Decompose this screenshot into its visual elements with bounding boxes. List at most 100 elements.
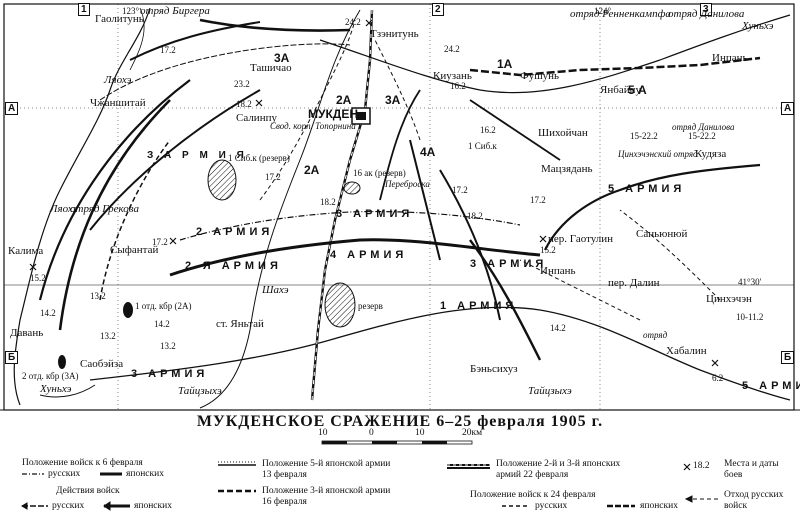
japanese-arrow xyxy=(58,99,171,331)
scale-tick: 20км xyxy=(462,428,483,438)
battle-marks xyxy=(29,19,719,367)
place-fushun: Фушунь xyxy=(520,70,560,82)
japanese-arrow xyxy=(129,21,261,61)
mukden-city-inner xyxy=(356,112,366,120)
reserve-1-sib xyxy=(207,159,237,201)
legend-symbols xyxy=(21,461,718,511)
place-tzenitun: Тзэнитунь xyxy=(370,28,419,40)
legend-army3-date: 16 февраля xyxy=(262,497,307,507)
date-label: 18.2 xyxy=(467,211,483,221)
lat-label: 41°30' xyxy=(738,277,762,287)
grid-label-b-left: Б xyxy=(5,351,19,364)
scale-tick: 10 xyxy=(415,428,425,438)
grid-label-1: 1 xyxy=(78,3,90,16)
place-chzhanshitai: Чжаншитай xyxy=(90,97,146,109)
date-label: 24.2 xyxy=(345,17,361,27)
map-title: МУКДЕНСКОЕ СРАЖЕНИЕ 6–25 февраля 1905 г. xyxy=(196,413,604,430)
date-label: 15.2 xyxy=(30,273,46,283)
army-5b: 5 АРМИЯ xyxy=(742,380,800,392)
japanese-arrow xyxy=(89,89,261,231)
legend-retreat: Отход русских войск xyxy=(724,490,784,511)
date-label: 17.2 xyxy=(530,195,546,205)
japanese-arrow xyxy=(469,99,561,161)
place-yanbaipu: Янбайпу xyxy=(600,84,641,96)
legend-actions-rus: русских xyxy=(52,501,85,511)
lon-label-124: 124° xyxy=(594,6,612,16)
place-habalin: Хабалин xyxy=(666,345,707,357)
army-1: 1 АРМИЯ xyxy=(440,300,518,312)
army-3a-label: 3А xyxy=(274,51,290,65)
river-lyaohe: Ляохэ xyxy=(104,74,132,86)
army-2: 2 АРМИЯ xyxy=(196,226,274,238)
place-shihoichan: Шихойчан xyxy=(538,127,588,139)
army-5a-label: 5 А xyxy=(628,83,647,97)
date-label: 13.2 xyxy=(90,291,106,301)
japanese-3-army-line xyxy=(99,139,171,301)
army-4a-label: 4А xyxy=(420,145,436,159)
army-z: З А Р М И Я xyxy=(147,150,248,161)
river-hunhe-ne: Хуньхэ xyxy=(742,20,774,32)
army-3b: 3 АРМИЯ xyxy=(131,368,209,380)
legend-pos6-jap: японских xyxy=(126,469,164,479)
legend-battles: Места и даты боев xyxy=(724,459,779,480)
army-3c: 3 АРМИЯ xyxy=(470,258,548,270)
army-4: 4 АРМИЯ xyxy=(330,249,408,261)
river-hunhe: Хуньхэ xyxy=(40,383,72,395)
army-3a-label-2: 3А xyxy=(385,93,401,107)
hunhe-river xyxy=(319,14,791,94)
date-label: 17.2 xyxy=(152,237,168,247)
cavalry-brigade-1-label: 1 отд. кбр (2А) xyxy=(135,301,192,311)
detachment-danilov: отряд Данилова xyxy=(668,8,745,20)
detachment-tsinhechen: Цинхэчэнский отряд xyxy=(618,149,698,159)
russian-retreat-arrow xyxy=(374,39,421,141)
japanese-5-army-line xyxy=(544,163,761,251)
place-tsinhechen: Цинхэчэн xyxy=(706,293,752,305)
place-benxihu: Бэньсихуз xyxy=(470,363,518,375)
army-3: 3 АРМИЯ xyxy=(336,208,414,220)
reserve-japanese xyxy=(324,282,356,328)
russian-north-line xyxy=(99,43,351,101)
reserve-label: резерв xyxy=(358,301,383,311)
place-gaolitun: Гаолитунь xyxy=(95,13,144,25)
legend-actions-jap: японских xyxy=(134,501,172,511)
russian-retreat-arrow xyxy=(519,259,641,321)
date-label: 24.2 xyxy=(444,44,460,54)
army-1a-label: 1А xyxy=(497,57,513,71)
legend-army5: Положение 5-й японской армии xyxy=(262,459,391,469)
place-yantai: ст. Яньтай xyxy=(216,318,264,330)
army-2a-label-2: 2А xyxy=(304,163,320,177)
japanese-arrow xyxy=(199,18,351,32)
scale-bar xyxy=(321,440,473,445)
cavalry-brigade-2-label: 2 отд. кбр (3А) xyxy=(22,371,79,381)
legend-battle-sample: 18.2 xyxy=(693,461,710,471)
date-label: 13.2 xyxy=(100,331,116,341)
date-label: 15-22.2 xyxy=(630,131,658,141)
lon-label-123: 123° xyxy=(122,6,140,16)
place-saobeiza: Саобэйза xyxy=(80,358,124,370)
date-label: 14.2 xyxy=(550,323,566,333)
cavalry-brigade-2 xyxy=(58,355,66,369)
shahe-river xyxy=(199,9,361,409)
japanese-arrow xyxy=(469,239,542,361)
reserve-1-sib-label: 1 Сиб.к (резерв) xyxy=(228,153,290,163)
japanese-arrow xyxy=(38,79,191,301)
legend-actions: Действия войск xyxy=(56,486,120,496)
railway-ticks xyxy=(311,9,373,401)
place-inpan-s: Инпань xyxy=(540,265,576,277)
date-label: 16.2 xyxy=(480,125,496,135)
place-davan: Давань xyxy=(10,327,44,339)
reserve-16-ak-label: 16 ак (резерв) xyxy=(353,168,406,178)
date-label: 23.2 xyxy=(234,79,250,89)
date-label: 13.2 xyxy=(160,341,176,351)
place-kalima: Калима xyxy=(8,245,44,257)
grid-label-a-right: А xyxy=(781,102,795,115)
detachment-birger: отряд Биргера xyxy=(140,5,210,17)
date-label: 17.2 xyxy=(160,45,176,55)
liaohe-tributary xyxy=(129,7,145,71)
army-2a-label: 2А xyxy=(336,93,352,107)
japanese-arrow xyxy=(379,89,421,201)
label-perebroska: Переброска xyxy=(385,179,430,189)
legend-pos24-jap: японских xyxy=(640,501,678,511)
sib1-small-label: 1 Сиб.к xyxy=(468,141,497,151)
taizihe-river xyxy=(89,306,791,401)
